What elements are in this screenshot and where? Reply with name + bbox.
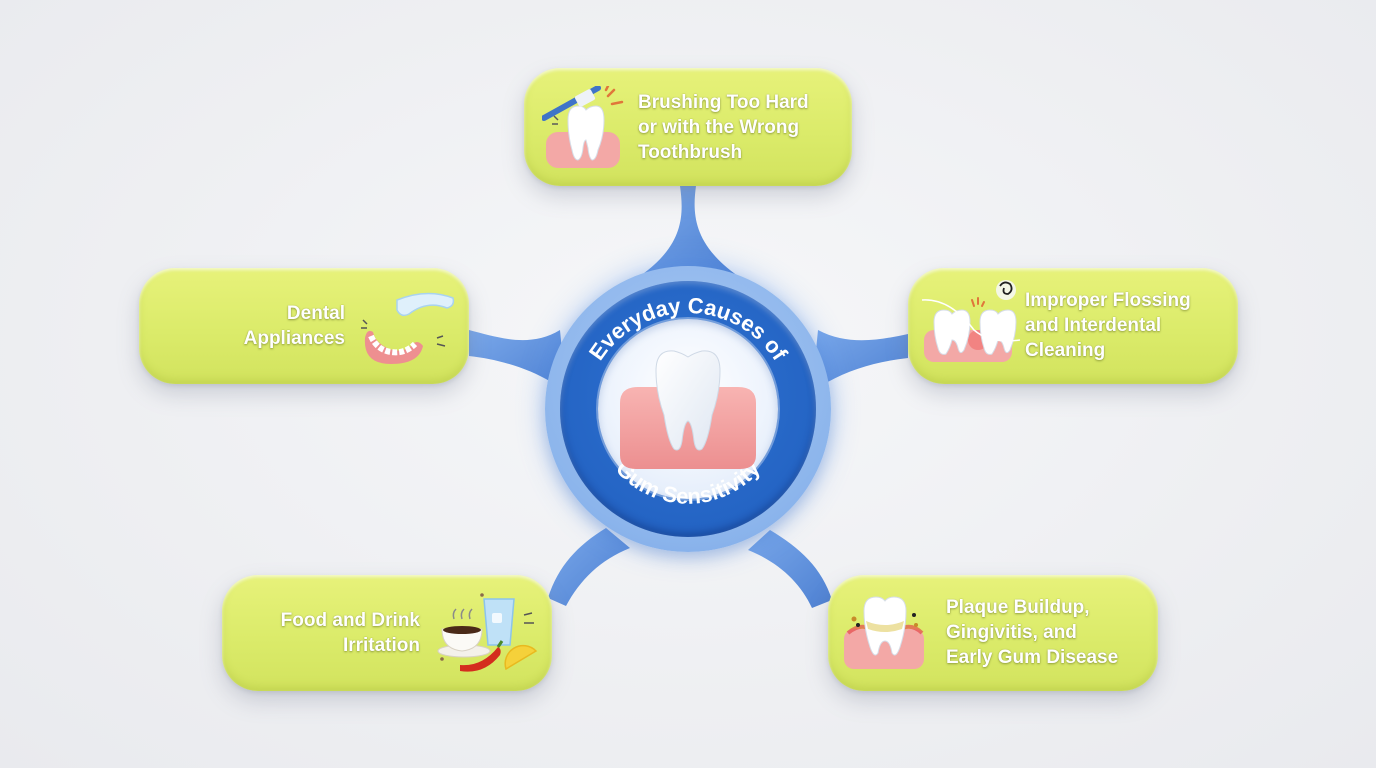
cause-label-flossing: Improper Flossing and Interdental Cleani… [1025, 290, 1191, 361]
connector-right [812, 330, 908, 392]
cause-card-flossing: Improper Flossing and Interdental Cleani… [908, 268, 1238, 384]
connector-bottom-right [748, 530, 832, 608]
tooth-in-gum-icon [620, 350, 756, 469]
connector-left [469, 330, 566, 392]
cause-card-plaque: Plaque Buildup, Gingivitis, and Early Gu… [828, 575, 1158, 691]
toothbrush-on-tooth-icon [542, 86, 624, 168]
cause-label-food-drink: Food and Drink Irritation [280, 610, 420, 656]
floss-between-teeth-icon [921, 280, 1021, 362]
connector-bottom-left [548, 528, 630, 606]
cause-card-food-drink: Food and Drink Irritation [222, 575, 552, 691]
cause-card-dental-appliances: Dental Appliances [139, 268, 469, 384]
dentures-and-aligner-icon [361, 292, 455, 364]
plaque-tooth-icon [844, 596, 924, 669]
cause-card-brushing: Brushing Too Hard or with the Wrong Toot… [524, 68, 852, 186]
connector-top [640, 186, 738, 276]
cause-label-brushing: Brushing Too Hard or with the Wrong Toot… [638, 92, 809, 163]
coffee-water-chili-lemon-icon [437, 593, 538, 672]
cause-label-dental-appliances: Dental Appliances [243, 303, 345, 349]
cause-label-plaque: Plaque Buildup, Gingivitis, and Early Gu… [946, 597, 1119, 668]
